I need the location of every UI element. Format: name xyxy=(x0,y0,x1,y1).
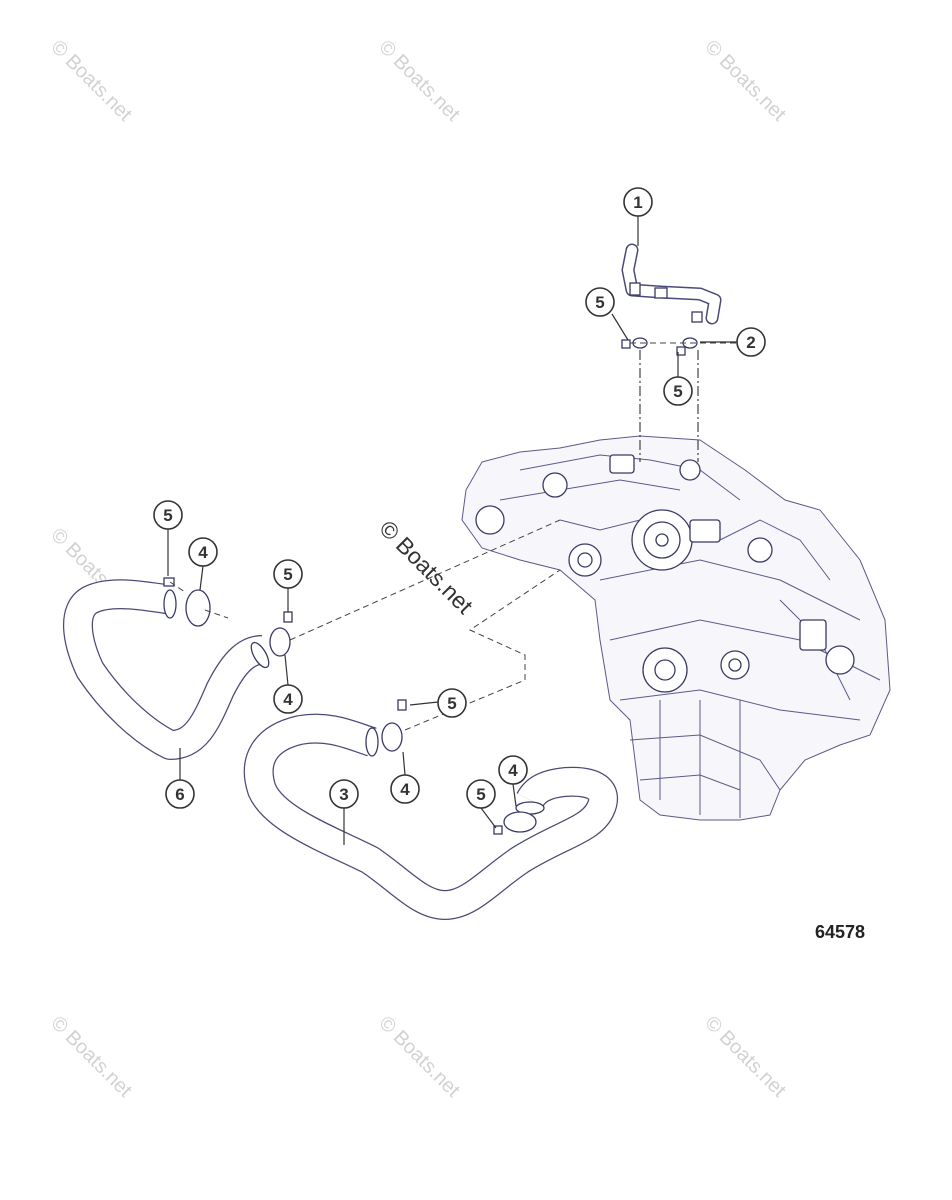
callout-1-label: 1 xyxy=(633,193,642,212)
top-leader-lines xyxy=(630,342,740,462)
watermark-top-right: © Boats.net xyxy=(700,36,790,126)
callout-5-label: 5 xyxy=(673,382,682,401)
clamp-d xyxy=(503,811,537,833)
watermark-top-left: © Boats.net xyxy=(46,36,136,126)
callout-5-label: 5 xyxy=(595,293,604,312)
callout-3-label: 3 xyxy=(339,785,348,804)
callout-1: 1 xyxy=(623,187,653,217)
clamp-b xyxy=(269,627,291,657)
watermark-bottom-left: © Boats.net xyxy=(46,1012,136,1102)
callout-4-left: 4 xyxy=(188,537,218,567)
callout-2: 2 xyxy=(736,327,766,357)
part-1-water-tube xyxy=(621,243,722,325)
hose-fittings xyxy=(163,577,503,835)
callout-3: 3 xyxy=(329,779,359,809)
routing-lines xyxy=(169,519,561,731)
hose-clamps xyxy=(185,589,537,833)
callout-5-center: 5 xyxy=(437,688,467,718)
watermark-bottom-right: © Boats.net xyxy=(700,1012,790,1102)
callout-6: 6 xyxy=(165,779,195,809)
callout-5-label: 5 xyxy=(163,506,172,525)
callout-4-label: 4 xyxy=(198,543,208,562)
callout-4-label: 4 xyxy=(508,761,518,780)
callout-4-label: 4 xyxy=(283,690,293,709)
callout-5-bottom: 5 xyxy=(466,779,496,809)
callout-5-label: 5 xyxy=(447,694,456,713)
figure-number: 64578 xyxy=(815,922,865,942)
callout-5-top-right: 5 xyxy=(663,376,693,406)
callout-4-bottom: 4 xyxy=(498,755,528,785)
callout-4-center: 4 xyxy=(390,774,420,804)
engine-illustration xyxy=(461,435,891,821)
callout-4-label: 4 xyxy=(400,780,410,799)
watermark-bottom-center: © Boats.net xyxy=(374,1012,464,1102)
part-6-hose xyxy=(63,579,270,760)
callout-4-mid: 4 xyxy=(273,684,303,714)
callout-5-label: 5 xyxy=(283,565,292,584)
callout-5-mid: 5 xyxy=(273,559,303,589)
top-fittings xyxy=(621,337,698,356)
watermark-top-center: © Boats.net xyxy=(374,36,464,126)
callout-5-left: 5 xyxy=(153,500,183,530)
callout-leaders xyxy=(167,216,737,845)
part-3-hose xyxy=(243,713,618,920)
callout-5-label: 5 xyxy=(476,785,485,804)
clamp-c xyxy=(381,722,403,752)
callout-2-label: 2 xyxy=(746,333,755,352)
clamp-a xyxy=(185,589,211,627)
watermark-center: © Boats.net xyxy=(374,515,478,619)
callout-6-label: 6 xyxy=(175,785,184,804)
callout-5-top-left: 5 xyxy=(585,287,615,317)
